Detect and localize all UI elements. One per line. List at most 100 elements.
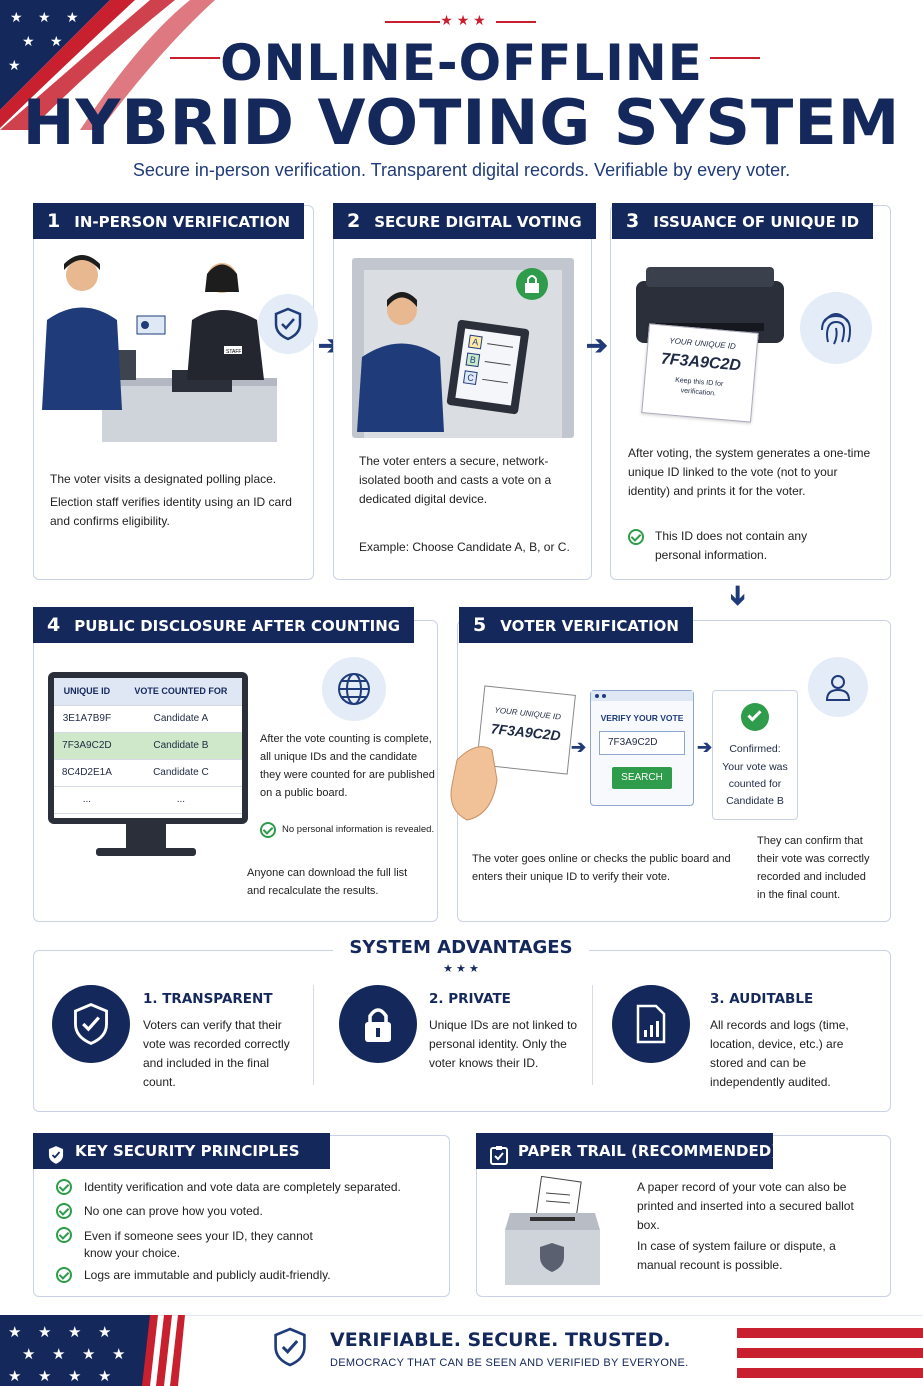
clipboard-check-icon <box>490 1142 508 1165</box>
svg-text:B: B <box>469 354 476 365</box>
step2-text1: The voter enters a secure, network-isola… <box>359 454 552 506</box>
step5-text1: The voter goes online or checks the publ… <box>472 853 731 883</box>
advantage-1-text: Voters can verify that their vote was re… <box>143 1018 290 1089</box>
step2-text2: Example: Choose Candidate A, B, or C. <box>359 540 570 554</box>
globe-icon <box>322 657 386 721</box>
shield-check-icon <box>52 985 130 1063</box>
step1-illustration: STAFF <box>42 255 277 442</box>
arrow-right-icon: ➔ <box>571 737 587 757</box>
advantage-2-text: Unique IDs are not linked to personal id… <box>429 1018 578 1070</box>
check-icon <box>56 1227 72 1243</box>
step2-illustration: A B C <box>352 258 574 438</box>
page-subtitle: Secure in-person verification. Transpare… <box>132 160 791 180</box>
flag-footer-left: ★★★★★★★★★★★★ <box>0 1315 185 1386</box>
verify-id-input[interactable]: 7F3A9C2D <box>599 731 685 755</box>
check-icon <box>628 528 644 545</box>
paper-trail-text2: In case of system failure or dispute, a … <box>637 1239 836 1272</box>
advantages-stars: ★ ★ ★ <box>443 963 479 975</box>
check-icon <box>56 1179 72 1195</box>
advantages-title: SYSTEM ADVANTAGES <box>333 937 589 965</box>
lock-icon <box>339 985 417 1063</box>
check-icon <box>56 1267 72 1283</box>
advantage-1-title: 1. TRANSPARENT <box>143 991 273 1007</box>
page-title-line1: ONLINE-OFFLINE <box>220 34 703 92</box>
svg-text:★: ★ <box>50 33 63 49</box>
fingerprint-icon <box>800 292 872 364</box>
step3-note: This ID does not contain any personal in… <box>655 529 808 562</box>
principle-4: Logs are immutable and publicly audit-fr… <box>84 1268 331 1282</box>
principle-3: Even if someone sees your ID, they canno… <box>84 1229 313 1260</box>
ballot-box-illustration <box>505 1175 600 1285</box>
advantages-panel <box>33 950 891 1112</box>
page-title-line2: HYBRID VOTING SYSTEM <box>22 86 901 159</box>
svg-text:C: C <box>467 372 475 383</box>
advantage-2-title: 2. PRIVATE <box>429 991 511 1007</box>
check-icon <box>56 1203 72 1219</box>
shield-check-icon <box>258 294 318 354</box>
svg-text:★: ★ <box>22 1346 35 1363</box>
principle-2: No one can prove how you voted. <box>84 1204 263 1218</box>
arrow-down-icon: ➔ <box>723 584 754 607</box>
header-stars: ★ ★ ★ <box>440 12 486 28</box>
user-icon <box>808 657 868 717</box>
title-rule-right <box>710 57 760 59</box>
footer-subtitle: DEMOCRACY THAT CAN BE SEEN AND VERIFIED … <box>330 1357 689 1369</box>
report-icon <box>612 985 690 1063</box>
arrow-right-icon: ➔ <box>586 330 608 360</box>
svg-text:★: ★ <box>82 1346 95 1363</box>
svg-text:★: ★ <box>38 1368 51 1385</box>
id-receipt: YOUR UNIQUE ID 7F3A9C2D Keep this ID for… <box>641 323 759 423</box>
svg-text:★: ★ <box>66 9 79 25</box>
paper-trail-text1: A paper record of your vote can also be … <box>637 1180 854 1232</box>
flag-corner-top-left: ★★★ ★★★ <box>0 0 215 130</box>
svg-text:★: ★ <box>68 1368 81 1385</box>
step4-text2: Anyone can download the full list and re… <box>247 867 408 897</box>
step3-text1: After voting, the system generates a one… <box>628 446 871 498</box>
check-icon <box>260 821 276 838</box>
step4-text1: After the vote counting is complete, all… <box>260 733 435 799</box>
svg-text:★: ★ <box>8 1368 21 1385</box>
advantage-3-title: 3. AUDITABLE <box>710 991 814 1007</box>
paper-trail-tag: PAPER TRAIL (RECOMMENDED) <box>476 1133 778 1169</box>
principles-tag: KEY SECURITY PRINCIPLES <box>33 1133 330 1169</box>
footer-title: VERIFIABLE. SECURE. TRUSTED. <box>330 1329 671 1351</box>
verify-window: VERIFY YOUR VOTE 7F3A9C2D SEARCH <box>590 690 694 806</box>
check-circle-icon <box>741 703 769 731</box>
advantage-3-text: All records and logs (time, location, de… <box>710 1018 849 1089</box>
hand-illustration <box>450 746 498 821</box>
svg-text:★: ★ <box>22 33 35 49</box>
principle-1: Identity verification and vote data are … <box>84 1180 401 1194</box>
step5-text2: They can confirm that their vote was cor… <box>757 835 870 901</box>
svg-text:★: ★ <box>52 1346 65 1363</box>
step1-text1: The voter visits a designated polling pl… <box>50 472 277 486</box>
svg-text:★: ★ <box>8 57 21 73</box>
confirmation-card: Confirmed: Your vote was counted for Can… <box>712 690 798 820</box>
shield-check-icon <box>47 1142 65 1164</box>
arrow-right-icon: ➔ <box>697 737 713 757</box>
svg-text:★: ★ <box>38 1324 51 1341</box>
svg-text:★: ★ <box>112 1346 125 1363</box>
flag-footer-right <box>737 1328 923 1378</box>
title-rule-left <box>170 57 220 59</box>
svg-text:STAFF: STAFF <box>226 349 241 355</box>
step1-text2: Election staff verifies identity using a… <box>50 495 292 528</box>
header-rule-left <box>385 21 440 23</box>
svg-text:★: ★ <box>98 1324 111 1341</box>
svg-text:★: ★ <box>38 9 51 25</box>
shield-check-icon <box>272 1325 308 1374</box>
svg-text:★: ★ <box>8 1324 21 1341</box>
step4-note: No personal information is revealed. <box>282 824 435 835</box>
svg-text:★: ★ <box>98 1368 111 1385</box>
svg-text:★: ★ <box>68 1324 81 1341</box>
svg-text:A: A <box>472 337 479 348</box>
header-rule-right <box>496 21 536 23</box>
svg-text:★: ★ <box>10 9 23 25</box>
search-button[interactable]: SEARCH <box>612 767 672 789</box>
